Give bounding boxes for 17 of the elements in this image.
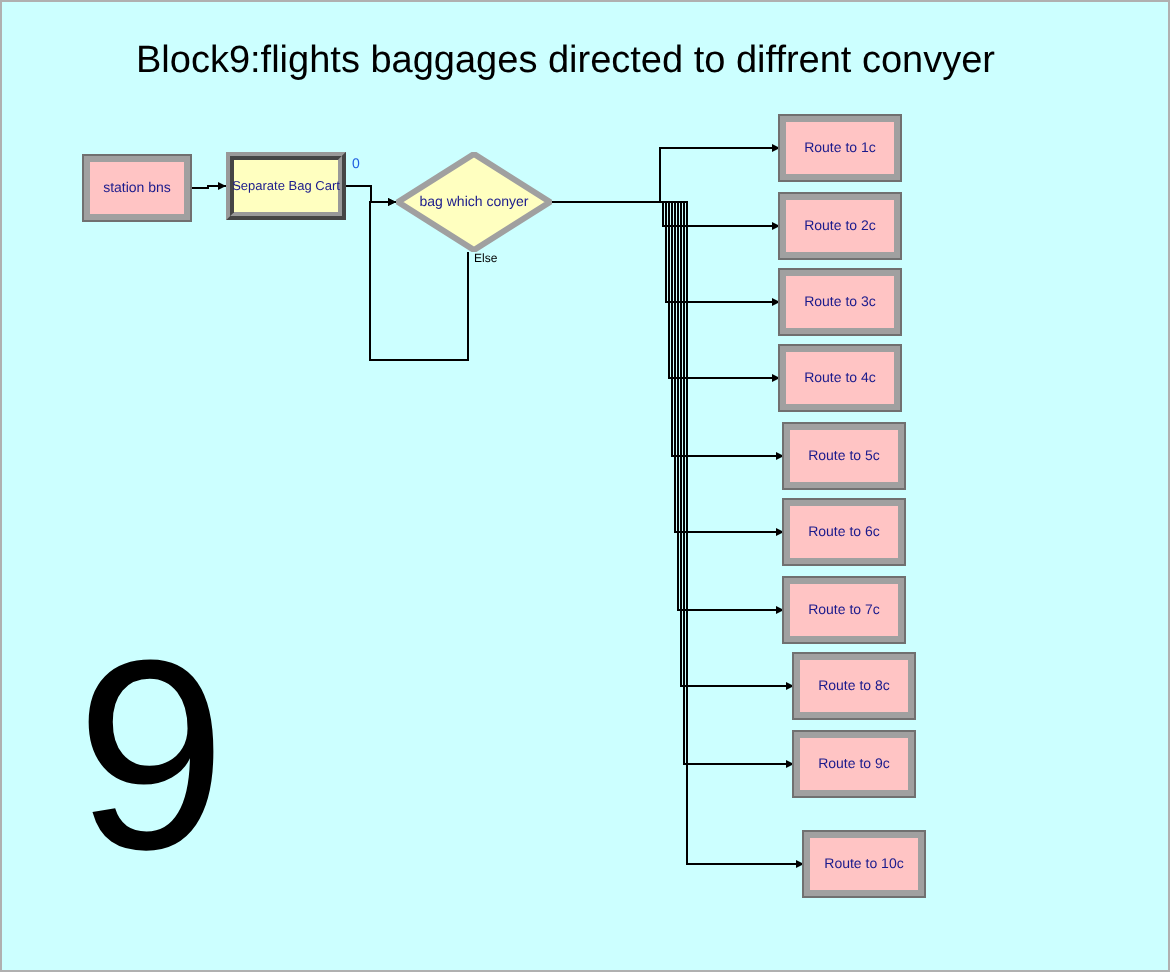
process-box <box>780 270 900 334</box>
process-box <box>784 578 904 642</box>
connector-arrow <box>189 182 227 190</box>
process-box <box>794 732 914 796</box>
process-box <box>780 116 900 180</box>
process-box <box>804 832 924 896</box>
decision-diamond <box>396 152 552 252</box>
connector-arrow <box>369 198 469 361</box>
process-box <box>84 156 190 220</box>
process-box <box>780 346 900 410</box>
process-box <box>784 500 904 564</box>
process-box <box>784 424 904 488</box>
separate-box <box>226 152 346 220</box>
block-number: 9 <box>76 620 227 890</box>
process-box <box>794 654 914 718</box>
diagram-title: Block9:flights baggages directed to diffrent convyer <box>136 40 996 84</box>
process-box <box>780 194 900 258</box>
